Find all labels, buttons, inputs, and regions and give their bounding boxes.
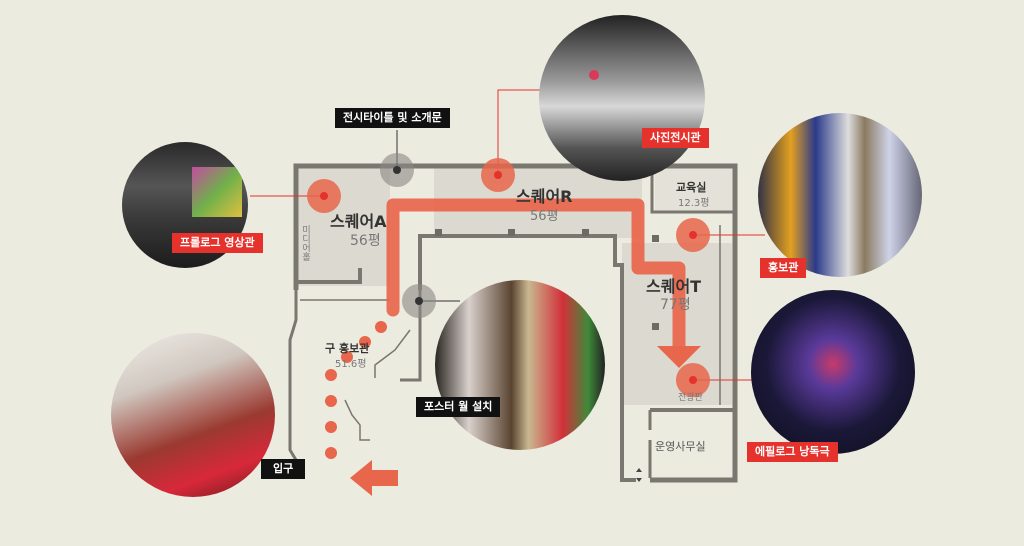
tour-route bbox=[325, 198, 701, 496]
label-title-intro: 전시타이틀 및 소개문 bbox=[335, 108, 450, 128]
room-education-fill bbox=[655, 168, 732, 213]
room-square-a-area: 56평 bbox=[350, 233, 381, 249]
label-entrance: 입구 bbox=[261, 459, 306, 479]
label-prologue: 프롤로그 영상관 bbox=[172, 233, 263, 253]
walls bbox=[288, 163, 738, 483]
room-billboard: 전광판 bbox=[678, 393, 703, 403]
room-square-r-area: 56평 bbox=[530, 209, 559, 224]
pillars bbox=[435, 229, 659, 330]
room-old-pr: 구 홍보관 bbox=[325, 342, 370, 355]
room-old-pr-area: 51.6평 bbox=[335, 359, 367, 370]
label-photo-hall: 사진전시관 bbox=[642, 128, 709, 148]
room-media-hall: 미디어홀 bbox=[300, 225, 310, 261]
room-education: 교육실 bbox=[676, 181, 707, 194]
room-education-area: 12.3평 bbox=[678, 198, 710, 209]
photo-epilogue bbox=[751, 290, 915, 454]
room-square-r: 스퀘어R bbox=[516, 187, 573, 206]
photo-poster-wall bbox=[435, 280, 605, 450]
stairs-icon bbox=[636, 468, 642, 482]
room-square-t: 스퀘어T bbox=[646, 277, 702, 296]
photo-photo-hall bbox=[539, 15, 705, 181]
label-poster-wall: 포스터 월 설치 bbox=[416, 397, 501, 417]
photo-entrance bbox=[111, 333, 275, 497]
room-office: 운영사무실 bbox=[655, 440, 706, 453]
exit-arrow-icon bbox=[350, 460, 398, 496]
markers bbox=[307, 153, 710, 397]
photo-pr-hall bbox=[758, 113, 922, 277]
label-pr-hall: 홍보관 bbox=[760, 258, 807, 278]
room-square-a: 스퀘어A bbox=[330, 212, 387, 231]
room-square-t-area: 77평 bbox=[660, 297, 691, 313]
label-epilogue: 에필로그 낭독극 bbox=[747, 442, 838, 462]
